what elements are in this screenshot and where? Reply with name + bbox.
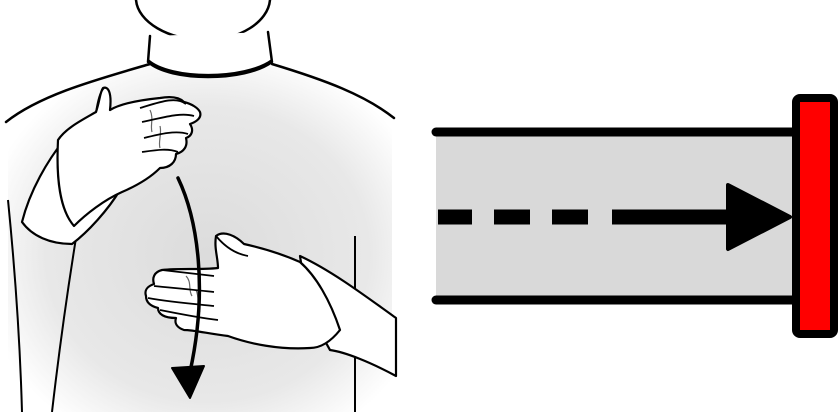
red-barrier-icon bbox=[792, 94, 838, 338]
downward-arc-arrow-icon bbox=[171, 176, 205, 399]
motion-arrowhead bbox=[171, 365, 205, 399]
upper-hand-palm bbox=[56, 86, 202, 228]
neck-left bbox=[146, 30, 274, 79]
motion-arc bbox=[176, 176, 202, 374]
arrow-head bbox=[726, 183, 792, 251]
upper-hand-finger-3 bbox=[143, 131, 189, 139]
arm-left-outer bbox=[7, 199, 23, 412]
lower-hand bbox=[144, 232, 342, 350]
upper-hand bbox=[56, 86, 202, 228]
upper-hand-knuckles bbox=[149, 109, 162, 149]
upper-hand-thumb bbox=[95, 87, 105, 113]
upper-hand-finger-1 bbox=[139, 99, 187, 109]
collar bbox=[147, 59, 273, 77]
lower-hand-finger-2 bbox=[153, 285, 215, 293]
flow-diagram bbox=[431, 94, 838, 338]
signer-illustration bbox=[4, 0, 398, 412]
lower-hand-finger-3 bbox=[147, 297, 215, 307]
lower-hand-thumb bbox=[215, 235, 249, 257]
torso-fold-left bbox=[51, 237, 77, 412]
lower-hand-finger-4 bbox=[159, 309, 219, 321]
shoulder-line-left bbox=[4, 62, 152, 124]
dashed-right-arrow-icon bbox=[438, 183, 792, 251]
upper-hand-finger-4 bbox=[141, 148, 179, 153]
lower-hand-finger-1 bbox=[161, 269, 215, 277]
lower-hand-palm bbox=[144, 232, 342, 350]
upper-hand-finger-2 bbox=[141, 113, 195, 123]
shoulder-line-right bbox=[270, 62, 396, 120]
